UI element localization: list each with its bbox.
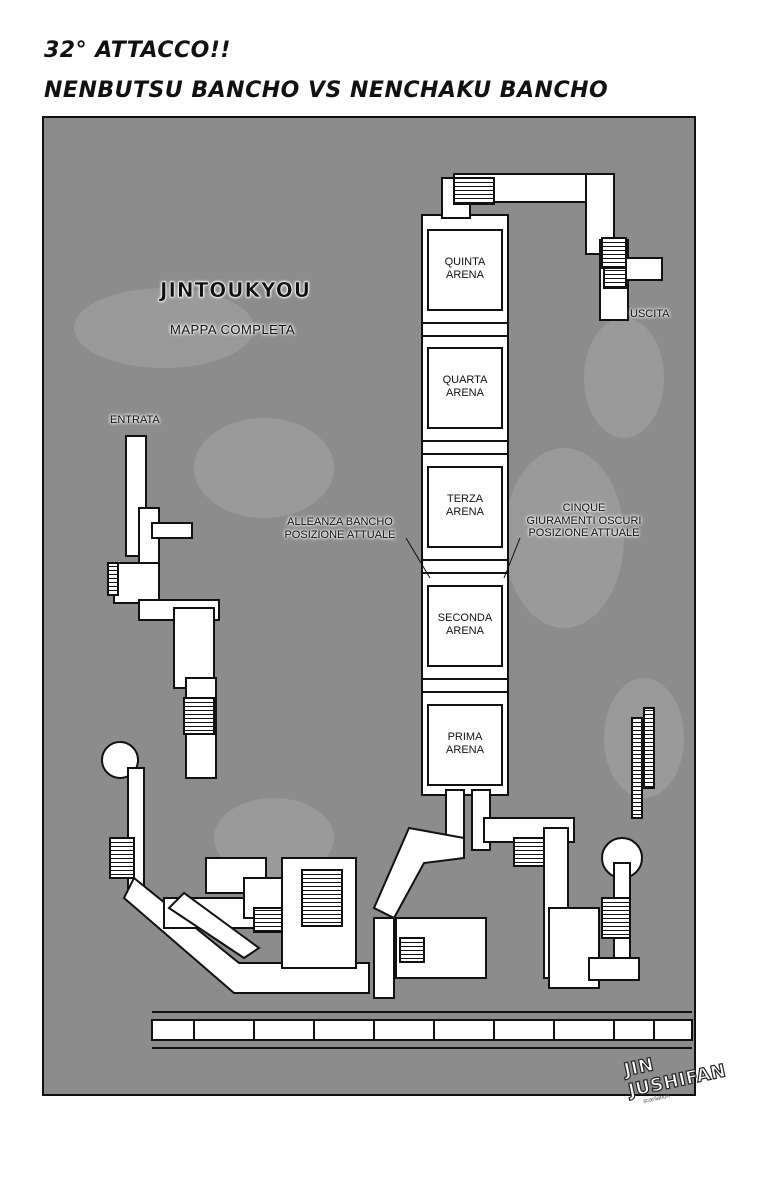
arena-label-prima: PRIMA ARENA [446,731,484,756]
arena-tower [421,214,509,796]
map-panel: JINTOUKYOU MAPPA COMPLETA ENTRATA USCITA… [42,116,696,1096]
arena-label-terza: TERZA ARENA [446,493,484,518]
map-drawing [74,173,693,1049]
chapter-subtitle: NENBUTSU BANCHO VS NENCHAKU BANCHO [44,78,609,103]
exit-label: USCITA [630,308,670,320]
marker-lines [405,537,521,579]
entrance-label: ENTRATA [110,414,160,426]
marker-alliance: ALLEANZA BANCHO POSIZIONE ATTUALE [284,516,396,541]
arena-label-quinta: QUINTA ARENA [444,256,486,281]
center-junction [372,789,575,999]
bottom-rail [151,1011,693,1049]
map-name: JINTOUKYOU [160,278,312,303]
entrance-corridor [101,435,220,889]
marker-oaths: CINQUE GIURAMENTI OSCURI POSIZIONE ATTUA… [526,502,642,540]
arena-label-seconda: SECONDA ARENA [437,612,493,637]
exit-corridor [441,173,663,321]
mottled-texture [74,288,684,878]
map-caption: MAPPA COMPLETA [170,322,295,337]
chapter-title: 32° ATTACCO!! [44,38,231,63]
right-wing [548,707,655,989]
arena-label-quarta: QUARTA ARENA [442,374,488,399]
lower-left-wing [122,857,370,994]
